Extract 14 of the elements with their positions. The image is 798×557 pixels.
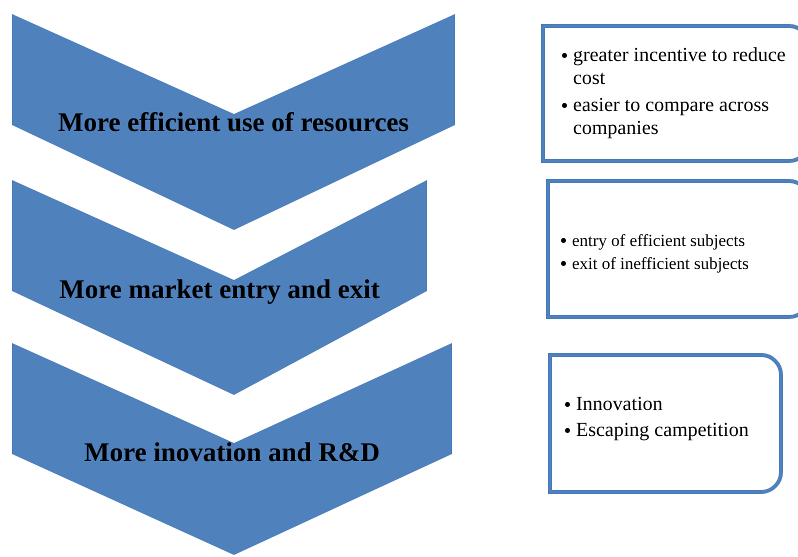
- bullet-item: entry of efficient subjects: [558, 230, 798, 251]
- bullet-list-card: [546, 179, 798, 319]
- bullet-list-card: [541, 24, 798, 163]
- chevron-heading: More inovation and R&D: [84, 436, 380, 468]
- chevron-heading: More efficient use of resources: [58, 106, 409, 138]
- bullet-item: exit of inefficient subjects: [558, 253, 798, 274]
- bullet-list-card: [548, 353, 783, 494]
- chevron-heading: More market entry and exit: [59, 273, 380, 305]
- bullet-item: easier to compare across companies: [559, 94, 798, 140]
- bullet-item: Innovation: [562, 393, 779, 416]
- chevron-arrow-shape: [12, 14, 455, 230]
- chevron-arrow-shape: [12, 343, 452, 555]
- bullet-item: Escaping campetition: [562, 419, 779, 442]
- chevron-arrow-shape: [12, 180, 427, 395]
